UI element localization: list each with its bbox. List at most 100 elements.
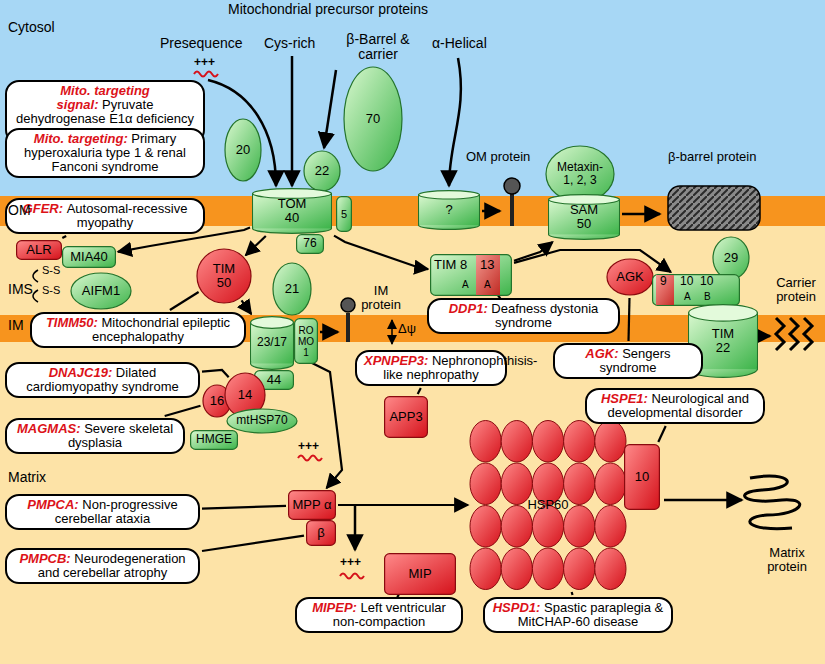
protein-label: mtHSP70 — [236, 414, 287, 427]
protein-body — [289, 491, 336, 520]
om-protein-head — [504, 178, 520, 194]
gene-name: MIPEP: — [312, 600, 357, 615]
protein-body — [337, 197, 352, 232]
protein-shape: ALR — [16, 240, 62, 260]
matrix-arrow — [664, 499, 742, 502]
protein-text: 10 — [624, 444, 660, 510]
disease-text: Severe skeletal dysplasia — [68, 421, 173, 450]
protein-shape: AGK — [606, 258, 654, 296]
gene-name: PMPCB: — [19, 551, 70, 566]
im-protein-arrow — [320, 331, 338, 334]
chaperonin-subunit — [532, 421, 563, 463]
protein-body — [304, 151, 340, 191]
protein-body — [71, 273, 131, 309]
text-label: α-Helical — [432, 36, 487, 51]
protein-text: 76 — [296, 234, 324, 254]
protein-text: RO MO 1 — [294, 318, 318, 364]
callout-box: HSPD1:Spastic paraplegia & MitCHAP-60 di… — [483, 597, 673, 633]
protein-text: 20 — [224, 118, 262, 182]
protein-label: HSP60 — [527, 498, 568, 512]
protein-label: MPP α — [292, 498, 331, 512]
channel-fill — [549, 200, 619, 235]
callout-pointer — [170, 292, 199, 310]
protein-shape: 29 — [712, 236, 750, 280]
subunit-stripe — [476, 255, 500, 295]
cleavage-branch — [354, 506, 357, 550]
protein-shape: 5 — [336, 196, 352, 232]
chaperonin-subunit — [470, 421, 501, 463]
chaperonin-subunit — [470, 463, 501, 505]
protein-label: 10 — [700, 275, 713, 288]
protein-label: 14 — [238, 388, 252, 402]
protein-label: 10 — [635, 470, 649, 484]
presequence-wave — [194, 72, 218, 77]
text-label: +++ — [194, 56, 215, 69]
protein-text: MIP — [384, 553, 456, 595]
callout-box: PMPCB:Neurodegeneration and cerebellar a… — [5, 548, 200, 584]
om-protein-stick — [510, 194, 514, 226]
text-label: Cys-rich — [264, 36, 315, 51]
protein-body — [625, 445, 660, 510]
protein-body — [344, 67, 402, 171]
protein-body — [607, 259, 653, 295]
gene-name: DNAJC19: — [49, 365, 113, 380]
callout-pointer — [202, 370, 229, 377]
protein-shape: 76 — [296, 234, 324, 254]
channel-body — [253, 194, 332, 229]
protein-body — [431, 255, 512, 296]
gene-name: PMPCA: — [27, 497, 78, 512]
protein-label: 21 — [285, 282, 299, 296]
callout-pointer — [202, 506, 286, 509]
callout-box: HSPE1:Neurological and developmental dis… — [585, 388, 765, 424]
protein-text: mtHSP70 — [226, 408, 298, 434]
text-label: Cytosol — [8, 20, 55, 35]
protein-body — [713, 237, 749, 279]
protein-body — [295, 319, 318, 364]
protein-body — [197, 249, 251, 303]
protein-label: ALR — [26, 243, 51, 257]
protein-body — [225, 119, 261, 181]
protein-body — [546, 146, 614, 202]
protein-text: β — [306, 520, 336, 546]
protein-shape: β — [306, 520, 336, 546]
text-label: S-S — [42, 284, 60, 296]
callout-pointer — [658, 426, 665, 442]
protein-label: RO MO 1 — [297, 325, 315, 358]
gene-name: AGK: — [585, 346, 618, 361]
protein-text: MPP α — [288, 490, 336, 520]
callout-pointer — [629, 298, 630, 341]
import-arrow — [242, 300, 252, 314]
protein-shape: 10 — [624, 444, 660, 510]
text-label: Presequence — [160, 36, 243, 51]
protein-label: 29 — [724, 251, 738, 265]
protein-shape: 21 — [272, 262, 312, 316]
callout-pointer — [165, 406, 201, 416]
protein-label: 44 — [267, 373, 281, 387]
chaperonin-subunit — [501, 421, 532, 463]
protein-text: ALR — [16, 240, 62, 260]
protein-shape: APP3 — [384, 396, 428, 438]
protein-shape: RO MO 1 — [294, 318, 318, 364]
chaperonin-subunit — [532, 548, 563, 590]
protein-label: 20 — [236, 143, 250, 157]
callout-box: MAGMAS:Severe skeletal dysplasia — [5, 418, 185, 454]
protein-text: 21 — [272, 262, 312, 316]
text-label: Mitochondrial precursor proteins — [228, 2, 428, 17]
protein-shape: 22 — [303, 150, 341, 192]
presequence-wave — [298, 456, 322, 461]
protein-label: A — [484, 279, 491, 290]
text-label: Carrier protein — [770, 276, 822, 305]
disease-text: Mitochondrial epileptic encephalopathy — [92, 315, 230, 344]
protein-label: AGK — [616, 270, 643, 284]
callout-box: DDP1:Deafness dystonia syndrome — [427, 298, 620, 334]
text-label: Δψ — [398, 322, 416, 336]
protein-shape: 91010AB — [652, 274, 740, 306]
text-label: OM — [8, 203, 31, 218]
protein-label: 10 — [680, 275, 693, 288]
channel-body — [549, 200, 620, 235]
protein-body — [273, 263, 311, 315]
protein-text: HSP60 — [470, 420, 626, 590]
carrier-arrow — [758, 335, 770, 338]
protein-shape: HSP60 — [470, 420, 626, 590]
